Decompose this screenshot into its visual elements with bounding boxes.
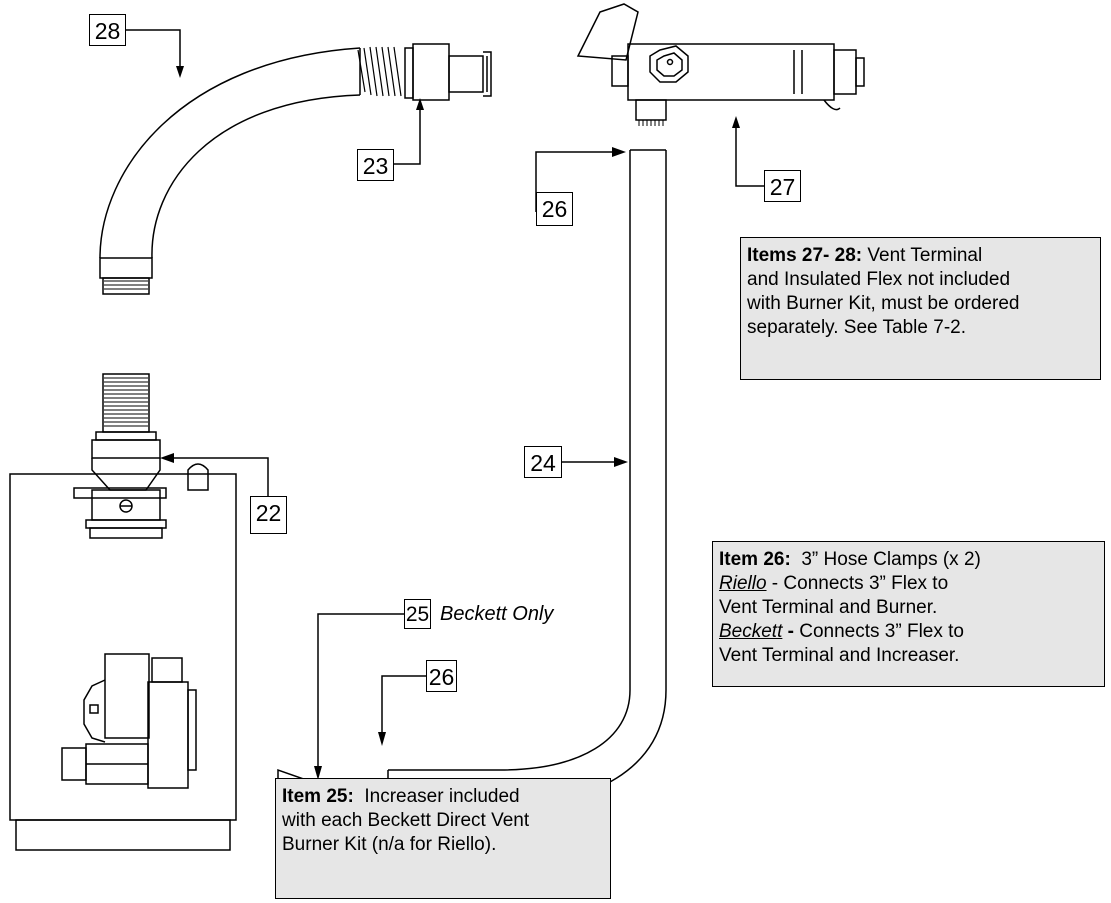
callout-24: 24 xyxy=(524,446,562,478)
note-label: Item 26: xyxy=(719,549,791,570)
note-text: with each Beckett Direct Vent xyxy=(282,810,530,831)
riello-term: Riello xyxy=(719,573,767,594)
callout-23: 23 xyxy=(357,149,394,181)
callout-26-top: 26 xyxy=(536,192,573,226)
note-text: Vent Terminal and Burner. xyxy=(719,597,938,618)
note-items-27-28: Items 27- 28: Vent Terminal and Insulate… xyxy=(740,237,1101,380)
callout-27: 27 xyxy=(764,170,801,202)
note-label: Item 25: xyxy=(282,786,354,807)
beckett-term: Beckett xyxy=(719,621,783,642)
insulated-flex-28 xyxy=(99,46,402,295)
note-text: and Insulated Flex not included xyxy=(747,269,1011,290)
leader-lines xyxy=(126,29,764,770)
note-dash: - xyxy=(782,621,794,642)
note-text: Vent Terminal xyxy=(862,245,983,266)
note-text: - Connects 3” Flex to xyxy=(766,573,949,594)
coupler-23 xyxy=(404,43,492,101)
note-text: Burner Kit (n/a for Riello). xyxy=(282,834,497,855)
note-item-26: Item 26: 3” Hose Clamps (x 2) Riello - C… xyxy=(712,541,1105,687)
callout-28: 28 xyxy=(89,14,126,46)
flex-pipe-24 xyxy=(387,149,667,807)
note-text: 3” Hose Clamps (x 2) xyxy=(790,549,981,570)
callout-25: 25 xyxy=(404,599,431,629)
note-text: separately. See Table 7-2. xyxy=(747,317,966,338)
vent-terminal-27 xyxy=(576,3,865,126)
callout-22: 22 xyxy=(250,496,287,534)
note-text: Vent Terminal and Increaser. xyxy=(719,645,960,666)
note-text: Connects 3” Flex to xyxy=(793,621,965,642)
beckett-only-label: Beckett Only xyxy=(440,603,554,625)
boiler-with-adapter-22 xyxy=(9,373,237,851)
callout-26-bottom: 26 xyxy=(426,660,457,692)
note-text: with Burner Kit, must be ordered xyxy=(747,293,1020,314)
note-item-25: Item 25: Increaser included with each Be… xyxy=(275,778,611,899)
note-label: Items 27- 28: xyxy=(747,245,863,266)
arrowheads xyxy=(160,66,740,780)
note-text: Increaser included xyxy=(353,786,520,807)
